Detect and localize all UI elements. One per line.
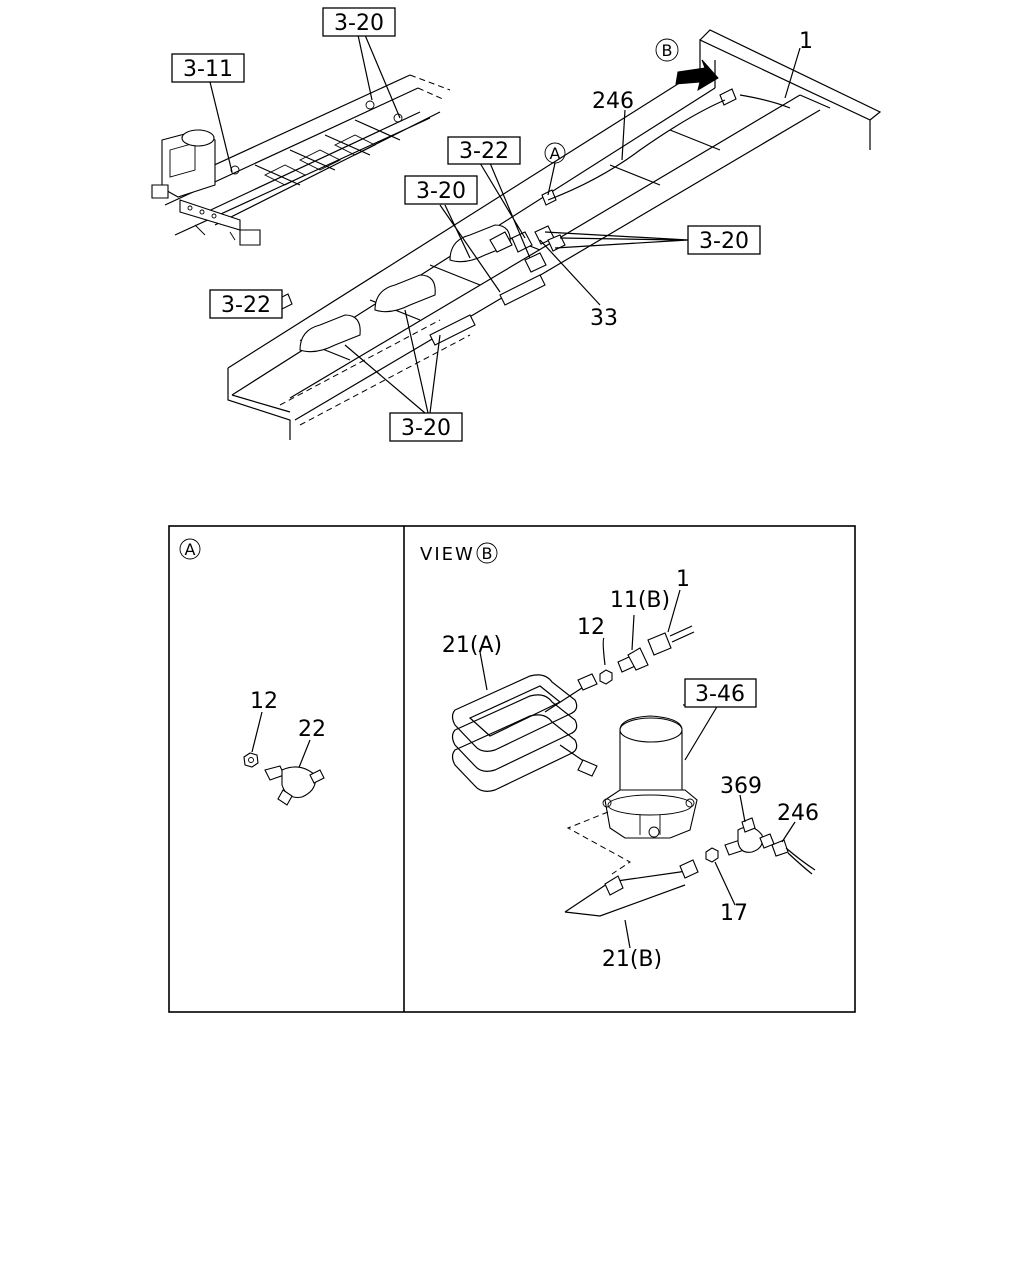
callout-text: 3-20 [416,179,466,204]
marker-text: A [185,540,196,559]
view-marker-b: B [655,38,679,62]
marker-text: B [662,41,673,60]
callout-text: 3-46 [695,682,745,707]
callout-3-20-bottom: 3-20 [389,412,463,442]
part-label-12b: 12 [577,615,605,640]
callout-text: 3-20 [401,416,451,441]
part-label-21b: 21(B) [602,947,662,972]
callout-3-20-right: 3-20 [687,225,761,255]
part-label-369: 369 [720,774,762,799]
callout-3-20-mid: 3-20 [404,175,478,205]
air-dryer-3-46 [602,715,698,839]
part-label-12: 12 [250,689,278,714]
panel-a: A 12 22 [179,538,326,806]
marker-text: B [482,544,493,563]
part-label-22: 22 [298,717,326,742]
marker-text: A [550,144,561,163]
part-label-11b: 11(B) [610,588,670,613]
callout-3-22-left: 3-22 [209,289,283,319]
panel-view-b: VIEW B [420,542,819,972]
view-marker-a: A [544,142,566,164]
callout-3-46: 3-46 [684,678,757,708]
callout-text: 3-22 [221,293,271,318]
callout-text: 3-20 [334,11,384,36]
callout-3-22-mid: 3-22 [447,136,521,165]
chassis-frame-drawing [151,29,882,440]
part-label-33: 33 [590,306,618,331]
callout-3-20-top: 3-20 [322,7,396,37]
part-label-17: 17 [720,901,748,926]
part-label-246: 246 [592,89,634,114]
part-label-246b: 246 [777,801,819,826]
part-label-1b: 1 [676,567,690,592]
detail-frame [168,525,856,1013]
callout-text: 3-11 [183,57,233,82]
part-label-1: 1 [799,29,813,54]
pipe-21b [564,859,699,949]
panel-a-marker: A [179,538,201,560]
leader-lines-top [209,34,801,414]
callout-3-11: 3-11 [171,53,245,83]
callout-text: 3-20 [699,229,749,254]
view-b-title: VIEW [420,544,475,565]
coiled-pipe-21a [451,673,598,792]
callout-text: 3-22 [459,139,509,164]
view-b-marker: B [476,542,498,564]
part-label-21a: 21(A) [442,633,502,658]
